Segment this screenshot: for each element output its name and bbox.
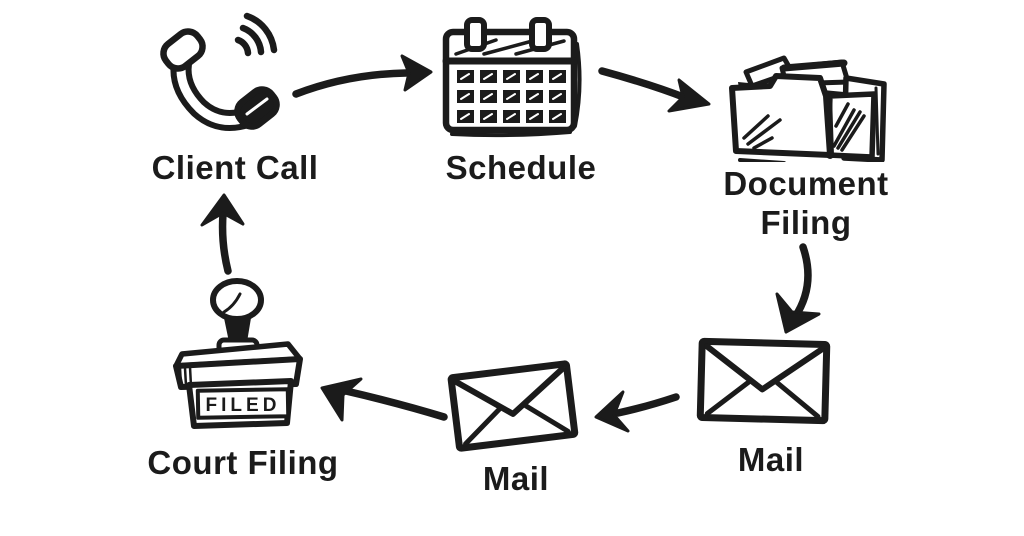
arrow-document-filing-to-mail	[777, 247, 819, 332]
arrow-mail-to-court-filing	[322, 379, 444, 420]
node-label-schedule: Schedule	[445, 149, 597, 186]
arrow-client-call-to-schedule	[296, 56, 431, 94]
phone-icon	[155, 10, 285, 135]
folder-icon	[726, 50, 888, 162]
node-label-document-filing: Document Filing	[723, 165, 889, 241]
arrow-mail-to-mail	[596, 392, 676, 431]
envelope-icon	[696, 335, 831, 427]
stamp-icon: FILED	[172, 276, 304, 434]
arrow-schedule-to-document-filing	[602, 71, 709, 111]
node-label-mail-2: Mail	[482, 460, 550, 497]
calendar-icon	[440, 16, 588, 138]
arrow-court-filing-to-client-call	[202, 195, 243, 271]
node-label-court-filing: Court Filing	[147, 444, 339, 481]
node-label-client-call: Client Call	[151, 149, 319, 186]
envelope-icon	[446, 358, 579, 455]
node-label-mail-1: Mail	[737, 441, 805, 478]
stamp-text: FILED	[206, 395, 281, 416]
